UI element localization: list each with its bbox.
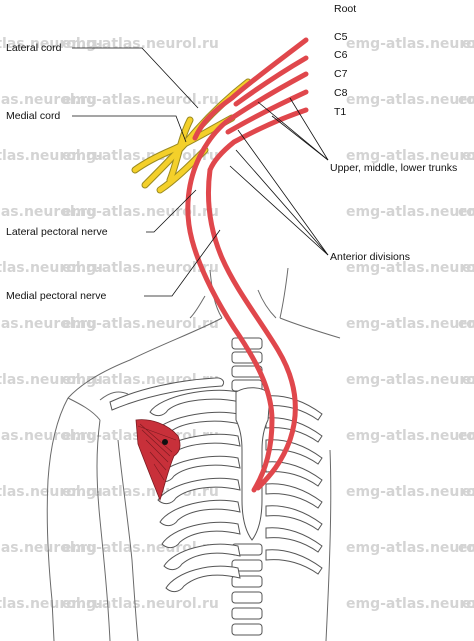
watermark-text: emg-atlas.neurol.ru (0, 596, 103, 612)
pectoralis-minor-muscle (135, 419, 181, 502)
vertebra (231, 559, 263, 572)
watermark-text: emg-atlas.neurol.ru (0, 316, 97, 332)
watermark-text: emg-atlas.neurol.ru (0, 372, 103, 388)
label-group: Root C5 C6 C7 C8 T1 Lateral cord Medial … (6, 3, 457, 302)
watermark-text: emg-atlas.neurol.ru (0, 148, 103, 164)
watermark-text: emg-atlas.neurol.ru (462, 148, 474, 164)
label-lateral-pectoral-nerve: Lateral pectoral nerve (6, 226, 108, 238)
watermark-text: emg-atlas.neurol.ru (462, 372, 474, 388)
watermark-text: emg-atlas.neurol.ru (62, 596, 219, 612)
watermark-text: emg-atlas.neurol.ru (346, 204, 474, 220)
watermark-text: emg-atlas.neurol.ru (0, 484, 103, 500)
root-c5 (192, 37, 309, 141)
vertebra (231, 575, 263, 588)
rib (157, 477, 241, 505)
rib (265, 439, 323, 465)
rib (165, 565, 241, 593)
label-c5: C5 (334, 31, 348, 43)
watermark-text: emg-atlas.neurol.ru (62, 260, 219, 276)
rib (265, 505, 323, 531)
vertebra (231, 591, 263, 604)
label-anterior-divisions: Anterior divisions (330, 251, 410, 263)
vertebra (231, 351, 263, 364)
watermark-text: emg-atlas.neurol.ru (346, 260, 474, 276)
watermark-text: emg-atlas.neurol.ru (62, 92, 219, 108)
medial-pectoral-nerve (206, 167, 298, 491)
rib (265, 483, 323, 509)
label-lateral-cord: Lateral cord (6, 42, 62, 54)
watermark-text: emg-atlas.neurol.ru (346, 540, 474, 556)
watermark-text: emg-atlas.neurol.ru (0, 204, 97, 220)
watermark-text: emg-atlas.neurol.ru (458, 428, 474, 444)
root-c8 (225, 89, 309, 135)
watermark-text: emg-atlas.neurol.ru (62, 204, 219, 220)
rib (265, 549, 323, 575)
torso-outline (46, 267, 341, 641)
watermark-text: emg-atlas.neurol.ru (346, 316, 474, 332)
label-c7: C7 (334, 68, 348, 80)
vertebra (231, 623, 263, 636)
watermark-text: emg-atlas.neurol.ru (458, 316, 474, 332)
root-c6 (233, 55, 309, 107)
watermark-text: emg-atlas.neurol.ru (346, 92, 474, 108)
watermark-text: emg-atlas.neurol.ru (462, 260, 474, 276)
root-t1 (207, 107, 309, 173)
label-trunks: Upper, middle, lower trunks (330, 162, 457, 174)
watermark-text: emg-atlas.neurol.ru (0, 260, 103, 276)
rib (265, 461, 323, 487)
nerve-roots-and-trunks (185, 37, 309, 493)
watermark-text: emg-atlas.neurol.ru (0, 428, 97, 444)
watermark-text: emg-atlas.neurol.ru (346, 484, 474, 500)
watermark-text: emg-atlas.neurol.ru (458, 540, 474, 556)
rib (161, 521, 241, 549)
watermark-text: emg-atlas.neurol.ru (62, 36, 219, 52)
root-c7 (197, 71, 309, 159)
label-t1: T1 (334, 106, 346, 118)
watermark-text: emg-atlas.neurol.ru (346, 148, 474, 164)
watermark-text: emg-atlas.neurol.ru (346, 36, 474, 52)
watermark-text: emg-atlas.neurol.ru (458, 92, 474, 108)
label-root: Root (334, 3, 356, 15)
label-c8: C8 (334, 87, 348, 99)
rib (159, 499, 241, 527)
rib (265, 527, 323, 553)
lateral-pectoral-nerve (185, 153, 275, 493)
label-c6: C6 (334, 49, 348, 61)
watermark-text: emg-atlas.neurol.ru (462, 484, 474, 500)
watermark-text: emg-atlas.neurol.ru (62, 540, 219, 556)
rib (149, 389, 241, 417)
watermark-text: emg-atlas.neurol.ru (462, 596, 474, 612)
label-medial-cord: Medial cord (6, 110, 60, 122)
label-medial-pectoral-nerve: Medial pectoral nerve (6, 290, 107, 302)
watermark-text: emg-atlas.neurol.ru (346, 372, 474, 388)
watermark-text: emg-atlas.neurol.ru (462, 36, 474, 52)
rib (163, 543, 241, 571)
watermark-text: emg-atlas.neurol.ru (346, 428, 474, 444)
leader-lines (72, 47, 329, 297)
watermark-text: emg-atlas.neurol.ru (0, 92, 97, 108)
watermark-text: emg-atlas.neurol.ru (346, 596, 474, 612)
vertebra (231, 607, 263, 620)
muscle-entry-point (162, 439, 168, 445)
watermark-text: emg-atlas.neurol.ru (62, 316, 219, 332)
watermark-text: emg-atlas.neurol.ru (458, 204, 474, 220)
